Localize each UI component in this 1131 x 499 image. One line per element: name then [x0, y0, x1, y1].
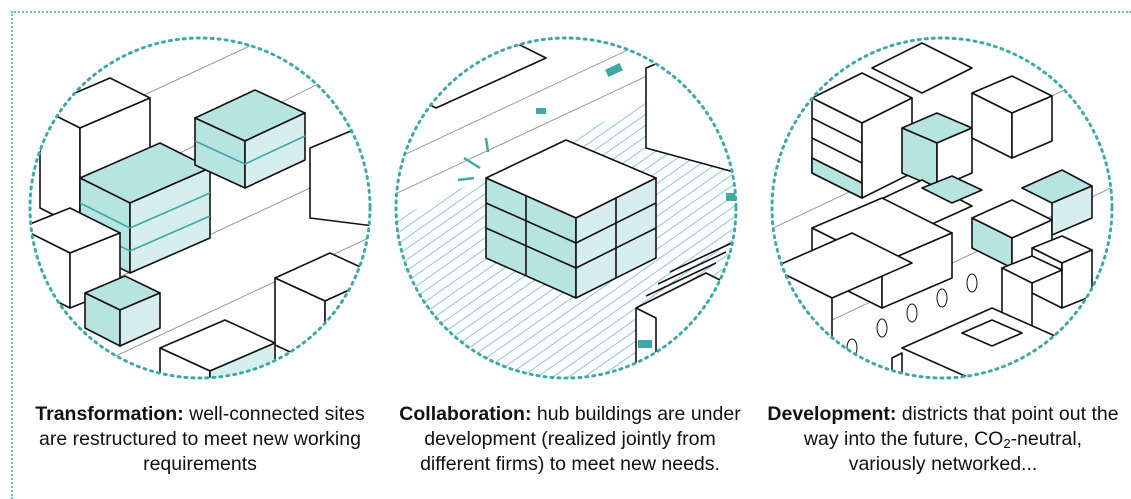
- development-illustration: [770, 36, 1114, 380]
- collaboration-illustration: [394, 36, 738, 380]
- caption-subscript: 2: [1003, 436, 1011, 451]
- caption-text-end: -neutral, variously networked...: [848, 428, 1083, 475]
- caption-text: well-connected sites are restructured to…: [39, 403, 365, 475]
- dotted-frame: [11, 11, 1131, 499]
- caption-title: Transformation:: [35, 403, 184, 425]
- caption-development: Development: districts that point out th…: [763, 402, 1123, 477]
- caption-title: Collaboration:: [399, 403, 532, 425]
- caption-collaboration: Collaboration: hub buildings are under d…: [390, 402, 750, 477]
- caption-text: hub buildings are under development (rea…: [420, 403, 741, 475]
- transformation-illustration: [28, 36, 372, 380]
- caption-transformation: Transformation: well-connected sites are…: [20, 402, 380, 477]
- caption-text: districts that point out the way into th…: [803, 403, 1119, 450]
- caption-title: Development:: [767, 403, 897, 425]
